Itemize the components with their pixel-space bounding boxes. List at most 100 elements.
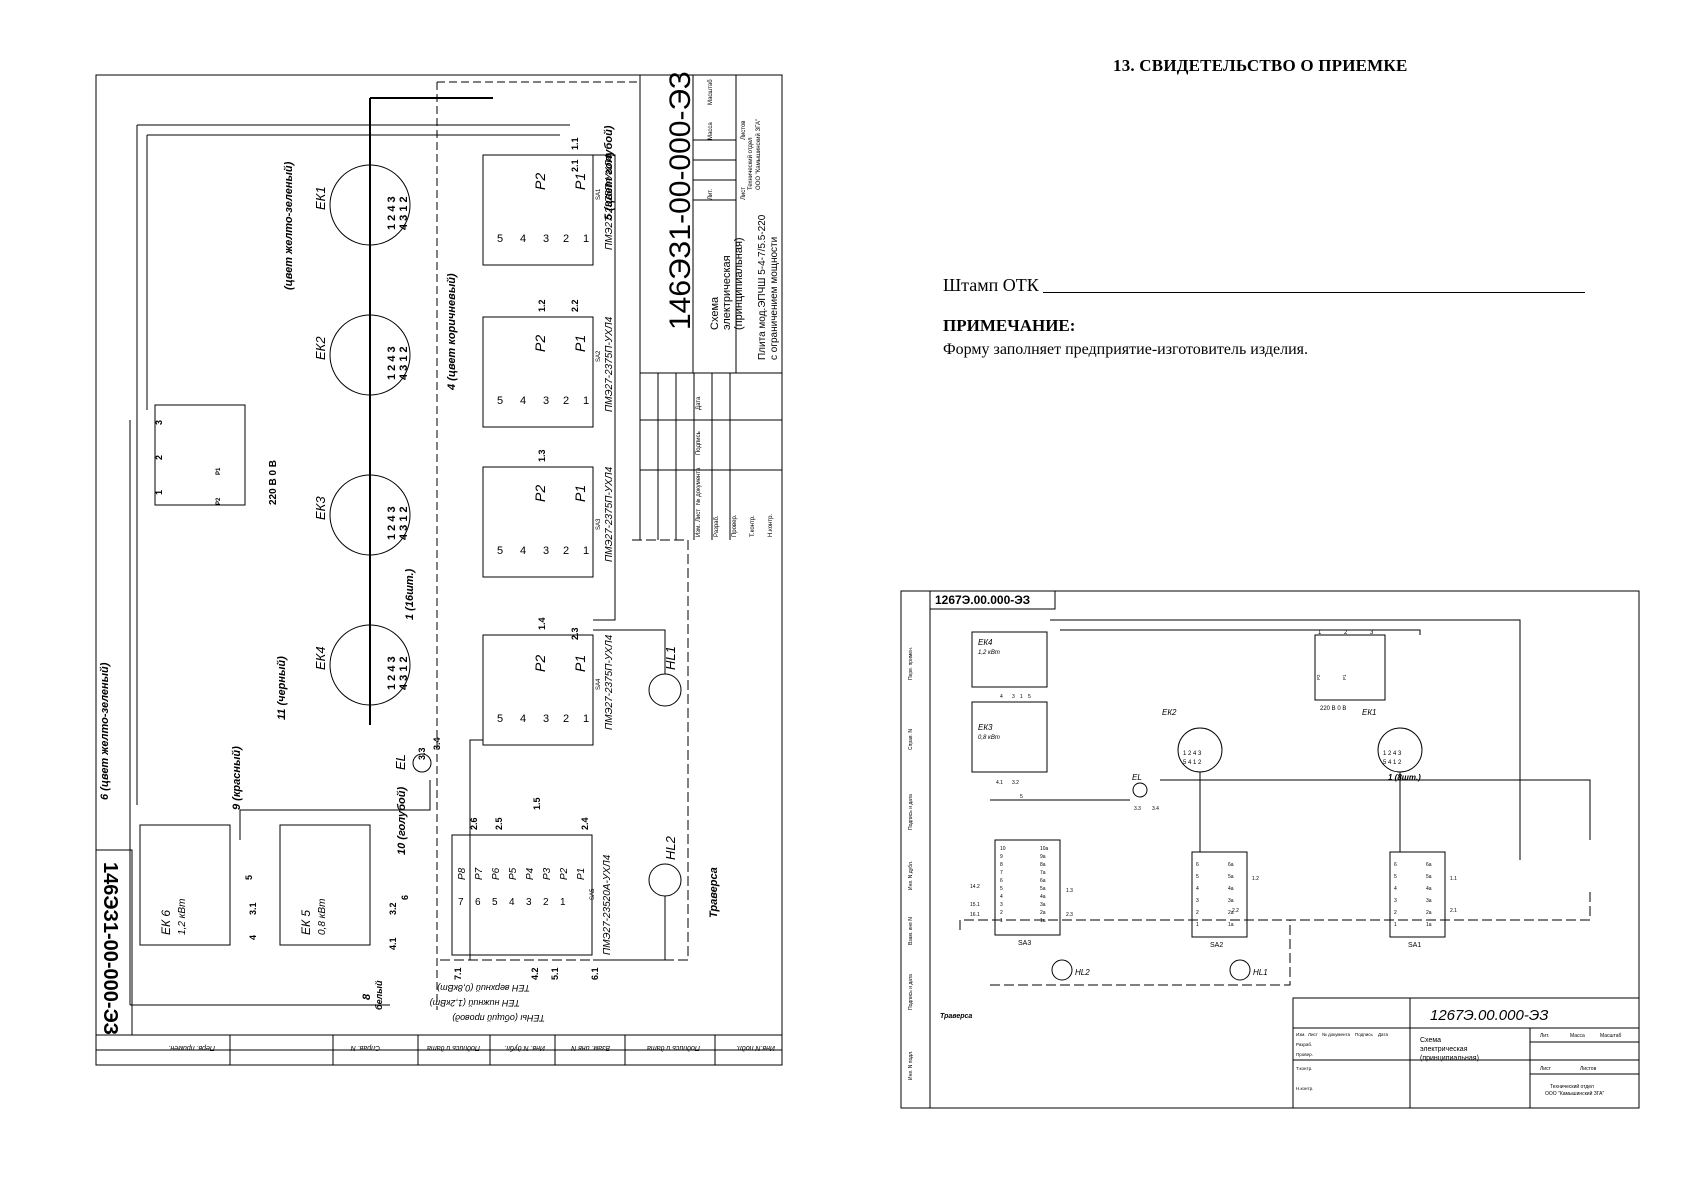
sa5-pin-p7: Р7 (474, 867, 485, 880)
sa2-cell-3: 3 (543, 395, 549, 407)
switch-sa2 (482, 316, 594, 428)
relay-p1-sa1: Р1 (572, 173, 588, 190)
wire-label-4: 4 (цвет коричневый) (446, 273, 458, 391)
left-rev-sign: Подпись (696, 431, 702, 455)
right-frame (900, 590, 1640, 1109)
conn-3-1: 3.1 (248, 902, 258, 915)
sa5-num-1: 1 (560, 897, 566, 908)
left-strip-7: Перв. примен. (168, 1044, 215, 1051)
right-sa1-pin-1a: 1а (1426, 922, 1432, 928)
left-rev-nkontr: Н.контр. (768, 514, 774, 537)
sa4-cell-4: 4 (520, 713, 526, 725)
tb-voltage: 220 В 0 В (268, 460, 279, 505)
right-strip-5: Взам. инв N (908, 917, 914, 945)
right-sa2-pin-5a: 5а (1228, 874, 1234, 880)
right-cell-mass: Масса (1570, 1033, 1585, 1039)
burner-terminals-bottom-1: 4 3 1 2 (398, 196, 410, 230)
conn-6-1: 6.1 (590, 967, 600, 980)
left-schematic-sheet: 146ЭЗ1-00-000-ЭЗ Схема электрическая (пр… (95, 71, 783, 1066)
conn-2-1: 2.1 (570, 159, 580, 172)
conn-5: 5 (244, 875, 254, 880)
right-sa1-pin-5a: 5а (1426, 874, 1432, 880)
heater-ek6-label: ЕК 6 (159, 910, 173, 935)
right-switch-sa2 (1191, 851, 1248, 938)
right-rev-razrab: Разраб. (1296, 1042, 1312, 1047)
right-sa3-pin-10a: 10а (1040, 846, 1049, 852)
left-rev-doc: № документа (695, 467, 702, 505)
relay-p1-sa3: Р1 (572, 485, 588, 502)
relay-p1-sa2: Р1 (572, 335, 588, 352)
heater-ek5-label: ЕК 5 (299, 910, 313, 935)
left-rev-razrab: Разраб. (714, 515, 720, 537)
tb-pin-2: 2 (154, 455, 164, 460)
left-developer-2: ООО "Камышинский ЗГА" (755, 119, 762, 190)
tb-pin-3: 3 (154, 420, 164, 425)
right-sa3-pin-7a: 7а (1040, 870, 1046, 876)
burner-terminals-bottom-2: 4 3 1 2 (398, 346, 410, 380)
right-sa3-pin-10: 10 (1000, 846, 1006, 852)
right-title-2: электрическая (1420, 1046, 1468, 1053)
right-sa3-pin-1a: 1а (1040, 918, 1046, 924)
left-cell-sheet: Лист (741, 187, 747, 200)
relay-p2-sa2: Р2 (532, 335, 548, 352)
wire-label-8: 8 (361, 993, 373, 1000)
conn-6: 6 (400, 895, 410, 900)
right-sa3-pin-9a: 9а (1040, 854, 1046, 860)
right-cell-scale: Масштаб (1600, 1033, 1622, 1039)
right-tb-pin-3: 3 (1370, 630, 1374, 636)
left-rev-prover: Провер. (732, 514, 738, 537)
wire-label-yellow-green: (цвет желто-зеленый) (283, 161, 295, 290)
burner-label-ek3: ЕК3 (313, 496, 328, 520)
stamp-signature-line (1043, 292, 1585, 293)
right-rev-nkontr: Н.контр. (1296, 1086, 1313, 1091)
right-tb-pin-1: 1 (1318, 630, 1322, 636)
right-indicator-hl1 (1229, 959, 1251, 981)
relay-p2-sa1: Р2 (532, 173, 548, 190)
right-schematic-sheet: 1267Э.00.000-ЭЗ 1267Э.00.000-ЭЗ Схема эл… (900, 590, 1640, 1109)
right-heater-ek4 (971, 631, 1048, 688)
left-developer-1: Технический отдел (747, 137, 754, 190)
right-sa3-pin-6: 6 (1000, 878, 1003, 884)
conn-1-5: 1.5 (532, 797, 542, 810)
sa5-num-5: 5 (492, 897, 498, 908)
sa5-pin-p6: Р6 (491, 867, 502, 880)
burner-terminals-top-3: 1 2 4 3 (386, 506, 398, 540)
burner-label-ek1: ЕК1 (313, 186, 328, 210)
switch-id-sa3: SA3 (596, 518, 602, 530)
sa3-cell-2: 2 (563, 545, 569, 557)
burner-terminals-top-4: 1 2 4 3 (386, 656, 398, 690)
left-frame (95, 74, 783, 1066)
right-rev-list: Лист (1308, 1032, 1318, 1037)
right-conn-3-2: 3.2 (1012, 780, 1019, 786)
burner-ek2 (329, 314, 411, 396)
right-rev-date: Дата (1378, 1032, 1388, 1037)
right-conn-16-1: 16.1 (970, 912, 980, 918)
right-conn-3-3: 3.3 (1134, 806, 1141, 812)
switch-sa5 (451, 834, 593, 956)
right-tb-pin-2: 2 (1344, 630, 1348, 636)
relay-p2-sa4: Р2 (532, 655, 548, 672)
terminal-block (154, 404, 246, 506)
tb-pin-1: 1 (154, 490, 164, 495)
right-sa1-pin-2: 2 (1394, 910, 1397, 916)
burner-terminals-top-1: 1 2 4 3 (386, 196, 398, 230)
left-rev-date: Дата (696, 396, 702, 410)
switch-id-sa5: SA5 (590, 888, 596, 900)
right-conn-15-1: 15.1 (970, 902, 980, 908)
right-sa3-pin-8: 8 (1000, 862, 1003, 868)
switch-label-sa2: ПМЭ27-2375П-УХЛ4 (604, 316, 615, 412)
sa5-num-2: 2 (543, 897, 549, 908)
note-title: ПРИМЕЧАНИЕ: (943, 316, 1076, 335)
conn-5-1: 5.1 (550, 967, 560, 980)
right-strip-2: Справ. N (908, 729, 914, 750)
right-sa3-pin-2: 2 (1000, 910, 1003, 916)
conn-7-1: 7.1 (453, 967, 463, 980)
right-conn-1-1: 1.1 (1450, 876, 1457, 882)
conn-2-6: 2.6 (469, 817, 479, 830)
note-text: Форму заполняет предприятие-изготовитель… (943, 341, 1308, 358)
sa2-cell-2: 2 (563, 395, 569, 407)
right-strip-1: Перв. примен. (908, 647, 914, 680)
conn-4: 4 (248, 935, 258, 940)
wire-label-5: 5 (цвет голубой) (603, 125, 615, 220)
left-cell-mass: Масса (708, 122, 714, 140)
